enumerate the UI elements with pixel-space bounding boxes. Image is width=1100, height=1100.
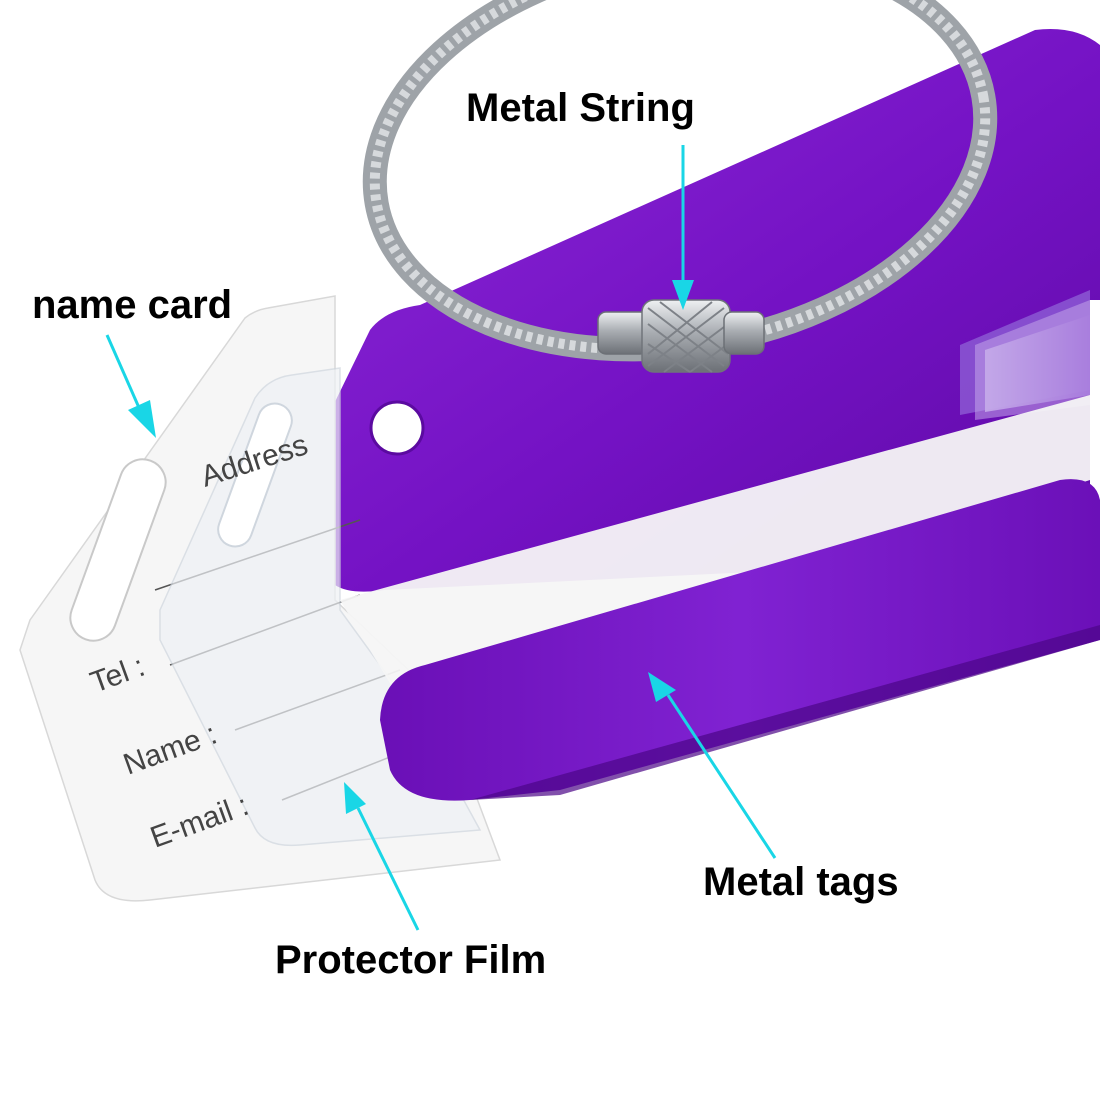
callout-metal-tags: Metal tags — [703, 860, 899, 904]
string-clasp-right — [723, 311, 765, 355]
callout-arrows — [105, 145, 777, 931]
arrow-metal-tags — [666, 694, 777, 859]
arrow-metal-string-head — [672, 280, 694, 310]
string-clasp-left — [597, 311, 649, 355]
arrow-name-card-head — [128, 400, 156, 438]
arrow-metal-tags-head — [648, 672, 676, 702]
callout-metal-string: Metal String — [466, 86, 695, 130]
card-slot — [69, 458, 167, 642]
arrow-protector-film-head — [344, 782, 366, 814]
arrow-protector-film — [356, 807, 420, 931]
callout-name-card: name card — [32, 283, 233, 327]
metal-string — [362, 0, 998, 373]
metal-tag-front — [380, 479, 1100, 801]
tag-hole — [371, 402, 423, 454]
arrow-name-card — [105, 334, 142, 411]
callout-protector-film: Protector Film — [275, 938, 547, 982]
